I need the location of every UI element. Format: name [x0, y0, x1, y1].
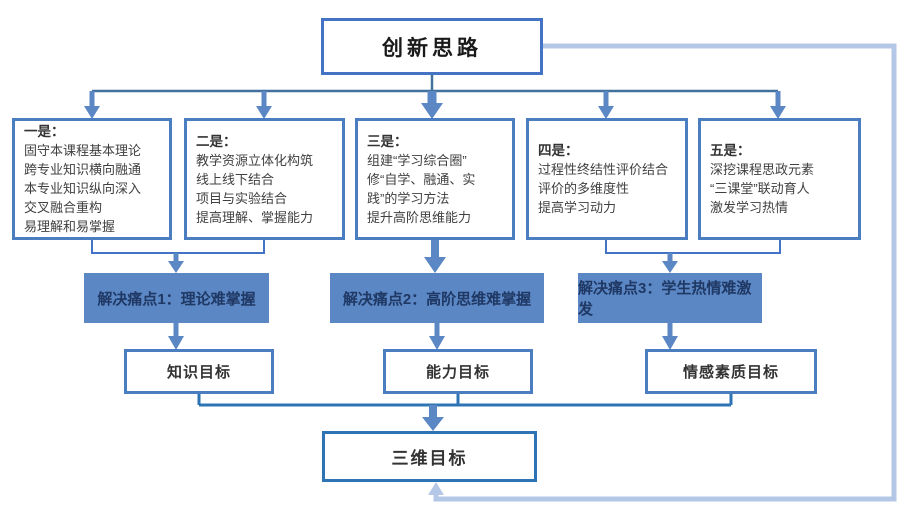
title-label: 创新思路	[382, 36, 482, 60]
strategy-box-3-line: 修“自学、融通、实	[367, 171, 476, 187]
feedback-arrowhead-icon	[428, 482, 444, 495]
strategy-box-2-line: 教学资源立体化构筑	[196, 152, 314, 168]
arrow-into-box5-head-icon	[770, 106, 786, 119]
strategy-box-2-line: 线上线下结合	[196, 171, 275, 187]
arrow-into-box3-head-icon	[421, 103, 443, 119]
strategy-box-2-line: 提高理解、掌握能力	[196, 209, 314, 225]
strategy-box-4: 四是： 过程性终结性评价结合 评价的多维度性 提高学习动力	[526, 118, 688, 240]
title-box: 创新思路	[321, 18, 543, 75]
strategy-box-3-line: 提升高阶思维能力	[367, 209, 472, 225]
strategy-box-4-line: 过程性终结性评价结合	[538, 162, 669, 177]
strategy-box-1-line: 跨专业知识横向融通	[24, 162, 142, 177]
strategy-box-1-line: 本专业知识纵向深入	[24, 181, 142, 196]
arrow-into-goal2-head-icon	[429, 336, 445, 350]
bracket-boxes12	[91, 240, 265, 254]
strategy-box-1: 一是： 固守本课程基本理论 跨专业知识横向融通 本专业知识纵向深入 交叉融合重构…	[12, 118, 172, 240]
arrow-into-box1-head-icon	[84, 106, 100, 119]
goal-box-ability: 能力目标	[383, 349, 533, 394]
arrow-into-box4-head-icon	[598, 106, 614, 119]
strategy-box-3: 三是： 组建“学习综合圈” 修“自学、融通、实 践”的学习方法 提升高阶思维能力	[355, 118, 515, 240]
strategy-box-4-heading: 四是：	[538, 143, 579, 158]
pain-point-box-1: 解决痛点1：理论难掌握	[84, 273, 269, 323]
final-goal-box: 三维目标	[322, 431, 537, 482]
pain-point-3-label: 解决痛点3：学生热情难激发	[578, 280, 752, 318]
arrow-into-pain2-head-icon	[424, 257, 446, 273]
bracket-boxes45	[605, 240, 781, 254]
strategy-box-1-line: 易理解和易掌握	[24, 219, 116, 234]
strategy-box-5-line: “三课堂”联动育人	[710, 181, 810, 196]
strategy-box-4-line: 提高学习动力	[538, 200, 617, 215]
strategy-box-1-heading: 一是：	[24, 124, 65, 139]
strategy-box-4-line: 评价的多维度性	[538, 181, 630, 196]
final-goal-label: 三维目标	[391, 449, 468, 468]
strategy-box-5-heading: 五是：	[710, 143, 751, 158]
arrow-into-final-head-icon	[422, 417, 444, 431]
pain-point-box-3: 解决痛点3：学生热情难激发	[578, 273, 762, 323]
arrow-into-pain3-head-icon	[662, 261, 678, 273]
arrow-into-pain1-head-icon	[168, 261, 184, 273]
strategy-box-5-line: 深挖课程思政元素	[710, 162, 815, 177]
pain-point-1-label: 解决痛点1：理论难掌握	[97, 290, 256, 308]
strategy-box-2: 二是： 教学资源立体化构筑 线上线下结合 项目与实验结合 提高理解、掌握能力	[184, 118, 345, 240]
goal-emotion-label: 情感素质目标	[682, 364, 779, 381]
arrow-into-goal1-head-icon	[168, 336, 184, 350]
goal-box-emotion: 情感素质目标	[645, 349, 817, 394]
strategy-box-1-line: 交叉融合重构	[24, 200, 103, 215]
feedback-line	[433, 43, 897, 502]
strategy-box-5: 五是： 深挖课程思政元素 “三课堂”联动育人 激发学习热情	[698, 118, 861, 240]
strategy-box-2-line: 项目与实验结合	[196, 190, 288, 206]
strategy-box-3-line: 组建“学习综合圈”	[367, 152, 467, 168]
goal-ability-label: 能力目标	[425, 364, 490, 381]
goal-knowledge-label: 知识目标	[166, 364, 231, 381]
strategy-box-1-line: 固守本课程基本理论	[24, 143, 142, 158]
bracket-goals	[197, 394, 733, 407]
pain-point-2-label: 解决痛点2：高阶思维难掌握	[342, 290, 532, 308]
arrow-into-goal3-head-icon	[662, 336, 678, 350]
strategy-box-2-heading: 二是：	[196, 133, 237, 149]
strategy-box-3-line: 践”的学习方法	[367, 190, 450, 206]
strategy-box-3-heading: 三是：	[367, 133, 408, 149]
strategy-box-5-line: 激发学习热情	[710, 200, 789, 215]
goal-box-knowledge: 知识目标	[124, 349, 274, 394]
pain-point-box-2: 解决痛点2：高阶思维难掌握	[330, 273, 544, 323]
arrow-into-box2-head-icon	[256, 106, 272, 119]
